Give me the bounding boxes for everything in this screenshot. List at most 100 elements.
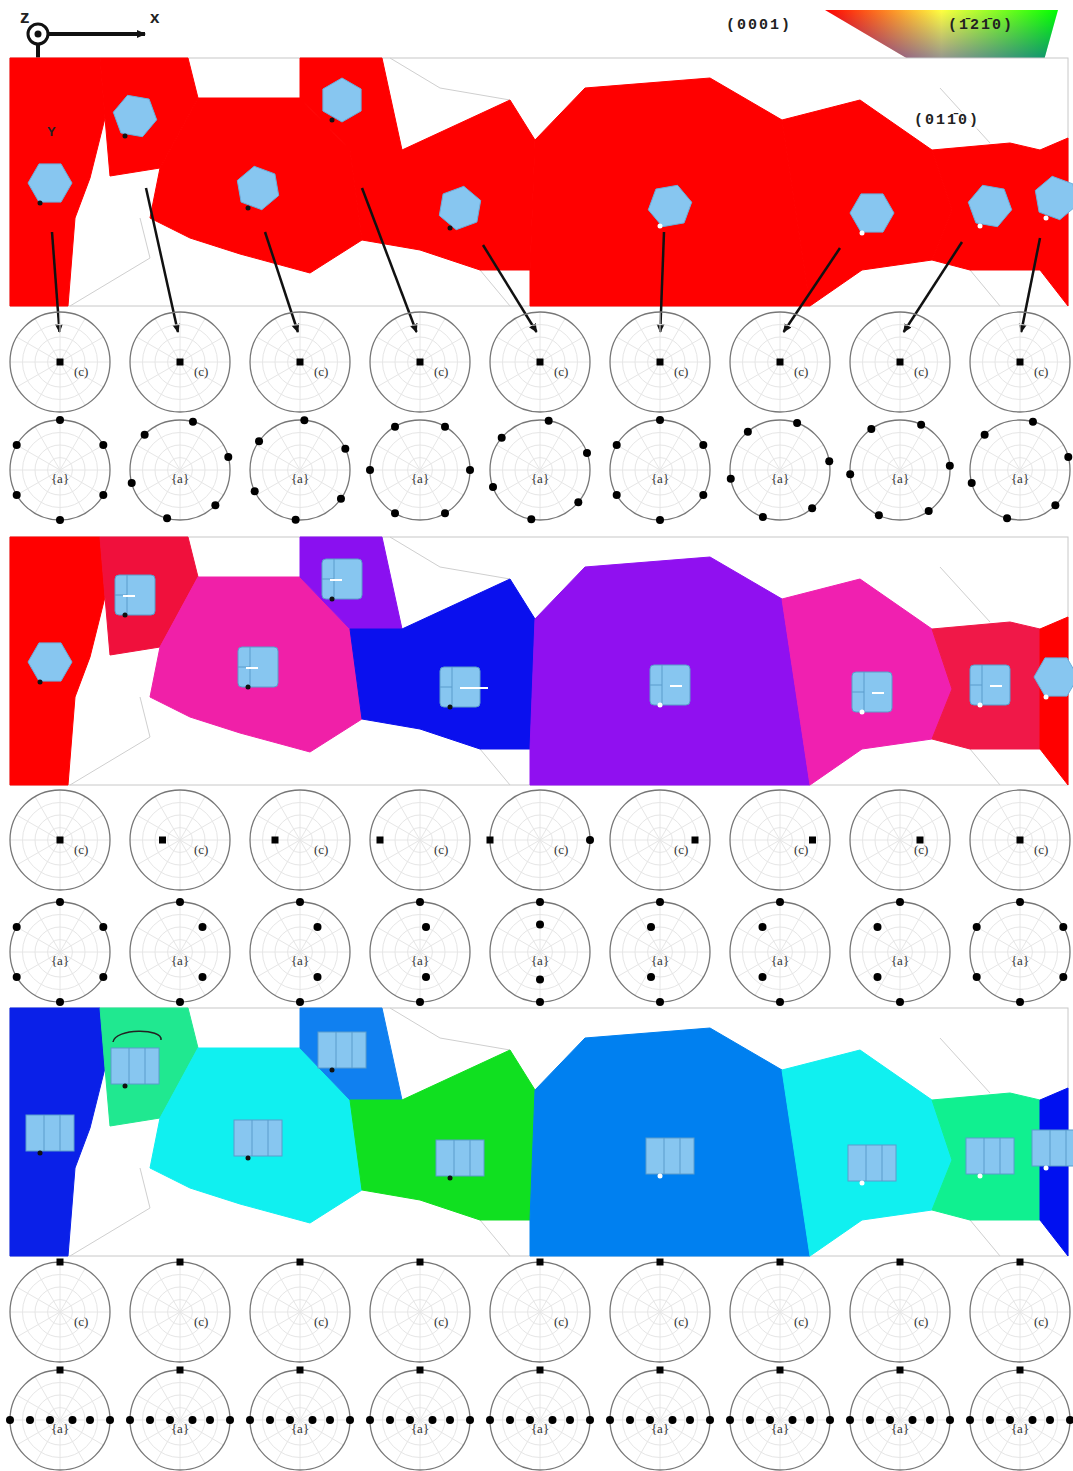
pole-grid: [137, 927, 224, 977]
crystal-edge: [650, 665, 662, 705]
pole-dot: [759, 923, 767, 931]
c-pole-label: (c): [914, 365, 928, 379]
reference-dot: [246, 206, 251, 211]
pole-dot: [867, 425, 875, 433]
pole-circle: [490, 1262, 590, 1362]
pole-figure: (c): [724, 306, 836, 418]
pole-figure-plot: [844, 306, 956, 418]
pole-figure: {a}: [724, 1364, 836, 1471]
pole-dot: [466, 1416, 474, 1424]
reference-dot: [330, 597, 335, 602]
pole-circle: [610, 790, 710, 890]
pole-circle: [130, 1370, 230, 1470]
pole-figure: (c): [244, 1256, 356, 1368]
hcp-crystal: [1032, 1130, 1073, 1166]
ipf-label: (011̄0): [912, 112, 982, 129]
pole-dot: [391, 509, 399, 517]
pointer-arrow: [483, 245, 537, 332]
hcp-crystal: [113, 95, 156, 136]
hcp-crystal: [436, 1140, 484, 1176]
pole-dot: [341, 445, 349, 453]
pole-square: [897, 1259, 904, 1266]
pole-dot: [226, 1416, 234, 1424]
c-pole-label: (c): [674, 1315, 688, 1329]
pole-dot: [126, 1416, 134, 1424]
pole-figure-plot: [364, 784, 476, 896]
pole-grid: [377, 927, 464, 977]
pole-dot: [647, 973, 655, 981]
pole-dot: [13, 491, 21, 499]
pole-circle: [970, 790, 1070, 890]
pole-dot: [973, 973, 981, 981]
pole-dot: [1059, 923, 1067, 931]
pole-dot: [699, 491, 707, 499]
pole-dot: [224, 453, 232, 461]
pole-figure-plot: [724, 1364, 836, 1471]
pole-circle: [490, 902, 590, 1002]
pole-figure-plot: [244, 1256, 356, 1368]
pole-square: [417, 1259, 424, 1266]
pole-grid: [35, 319, 85, 406]
pole-figure: (c): [124, 1256, 236, 1368]
c-pole-label: (c): [434, 365, 448, 379]
reference-dot: [38, 680, 43, 685]
pole-figure-plot: [724, 414, 836, 526]
pole-circle: [970, 1262, 1070, 1362]
pole-dot: [1059, 973, 1067, 981]
pole-figure-plot: [244, 784, 356, 896]
c-axis-arrow: [246, 667, 258, 669]
pole-figure-plot: [604, 896, 716, 1008]
pole-circle: [730, 420, 830, 520]
pole-figure: {a}: [484, 896, 596, 1008]
pole-dot: [422, 973, 430, 981]
reference-dot: [330, 118, 335, 123]
hcp-crystal: [238, 647, 278, 687]
a-pole-label: {a}: [291, 1422, 309, 1436]
hcp-crystal: [848, 1145, 896, 1181]
pole-grid: [497, 815, 584, 865]
pole-figure: (c): [964, 784, 1073, 896]
grain: [932, 143, 1040, 270]
pole-dot: [128, 479, 136, 487]
reference-dot: [246, 1156, 251, 1161]
pole-circle: [370, 312, 470, 412]
pole-dot: [6, 1416, 14, 1424]
map-panel: [10, 537, 1068, 785]
pole-dot: [699, 441, 707, 449]
pole-dot: [826, 1416, 834, 1424]
hcp-crystal: [970, 665, 1010, 705]
pole-dot: [255, 437, 263, 445]
pole-dot: [296, 998, 304, 1006]
pole-dot: [973, 923, 981, 931]
grain: [530, 557, 810, 785]
pole-figure: (c): [244, 306, 356, 418]
pole-circle: [490, 312, 590, 412]
pole-figure: {a}: [844, 896, 956, 1008]
pole-grid: [17, 927, 104, 977]
pointer-arrow: [784, 248, 840, 332]
grain: [530, 78, 810, 306]
pole-grid: [377, 1287, 464, 1337]
pole-figure-plot: [244, 414, 356, 526]
c-pole-label: (c): [434, 843, 448, 857]
pole-figure: (c): [124, 306, 236, 418]
pole-grid: [617, 1287, 704, 1337]
reference-dot: [658, 703, 663, 708]
pole-circle: [250, 312, 350, 412]
pole-grid: [857, 815, 944, 865]
pole-circle: [850, 312, 950, 412]
pole-dot: [776, 998, 784, 1006]
pole-square: [537, 1367, 544, 1374]
pole-dot: [346, 1416, 354, 1424]
a-pole-label: {a}: [411, 954, 429, 968]
pole-figure: {a}: [484, 1364, 596, 1471]
pole-dot: [314, 923, 322, 931]
crystal-edge: [454, 1140, 470, 1176]
pole-grid: [977, 1395, 1064, 1445]
hcp-crystal: [852, 672, 892, 712]
pole-figure: {a}: [364, 414, 476, 526]
pole-circle: [970, 312, 1070, 412]
pole-circle: [850, 420, 950, 520]
pole-figure: (c): [844, 306, 956, 418]
